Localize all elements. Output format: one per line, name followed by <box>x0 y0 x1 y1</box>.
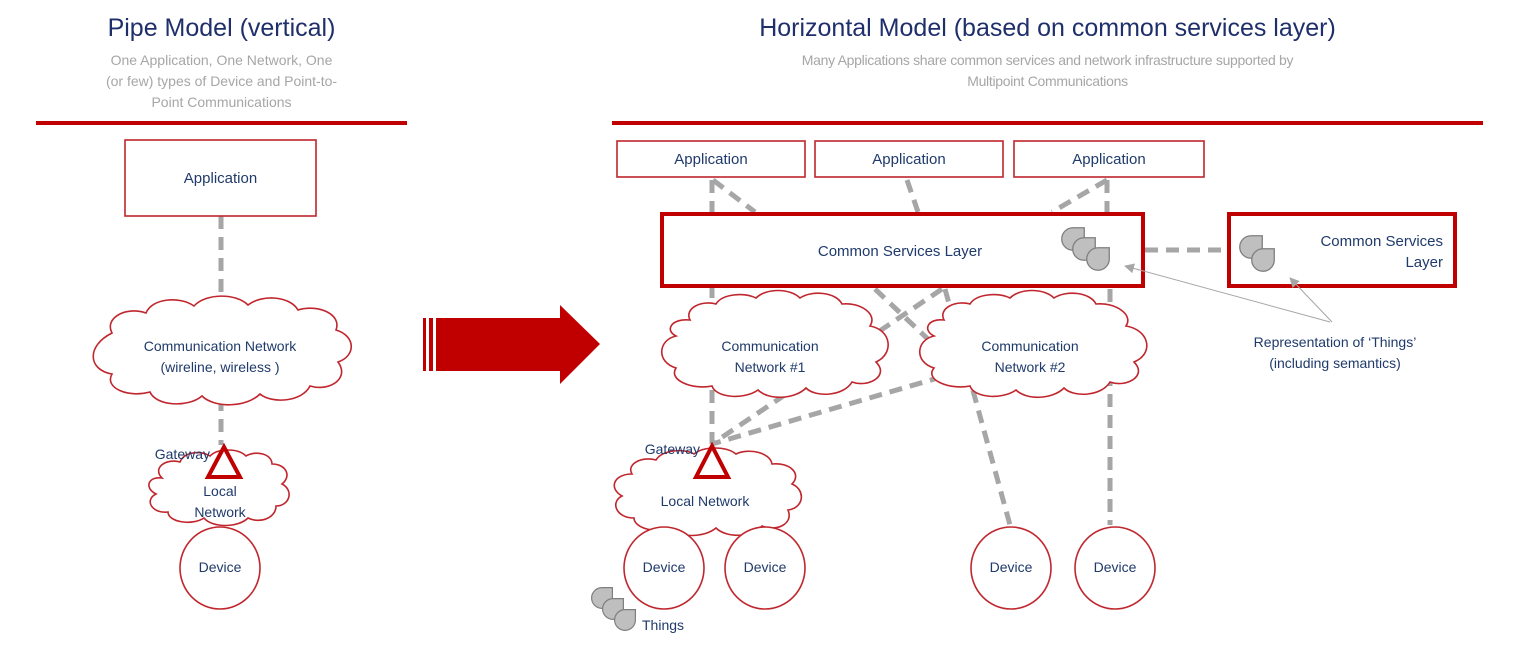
common-services-layer-label: Common Services Layer <box>817 243 983 260</box>
pipe-application-label: Application <box>183 170 258 187</box>
horizontal-model-title: Horizontal Model (based on common servic… <box>759 14 1336 42</box>
remote-csl-label: Common Services Layer <box>1290 231 1443 273</box>
network-1-label: Communication Network #1 <box>710 336 830 378</box>
application-box-1 <box>616 140 806 178</box>
device-circle-3 <box>970 526 1052 610</box>
annotation-line-2: (including semantics) <box>1269 355 1401 371</box>
application-label-2: Application <box>872 151 946 168</box>
network-2-line-1: Communication <box>981 338 1079 354</box>
pipe-local-network-label: Local Network <box>170 481 270 523</box>
application-label-1: Application <box>674 151 748 168</box>
gateway-icon <box>692 441 732 479</box>
pipe-local-network-cloud <box>148 449 290 527</box>
pipe-subtitle-line-1: One Application, One Network, One <box>110 52 333 68</box>
horizontal-subtitle-line-1: Many Applications share common services … <box>801 52 1294 68</box>
common-services-layer-box <box>660 212 1145 288</box>
pipe-header-rule <box>36 121 407 125</box>
horizontal-model-subtitle: Many Applications share common services … <box>612 50 1483 92</box>
annotation-line-1: Representation of ‘Things’ <box>1253 334 1417 350</box>
remote-csl-line-1: Common Services <box>1320 233 1443 250</box>
transition-arrow-icon <box>423 305 600 384</box>
annotation-arrow-csl <box>1124 263 1331 323</box>
things-legend-icon <box>590 586 637 632</box>
gateway-label: Gateway <box>644 441 700 457</box>
horizontal-header-rule <box>612 121 1483 125</box>
network-2-label: Communication Network #2 <box>965 336 1095 378</box>
pipe-device-label: Device <box>198 559 242 575</box>
device-label-2: Device <box>743 559 787 575</box>
pipe-application-box <box>124 139 317 217</box>
remote-csl-line-2: Layer <box>1405 254 1443 271</box>
network-1-line-2: Network #1 <box>734 359 806 375</box>
local-network-label: Local Network <box>660 493 750 509</box>
device-label-4: Device <box>1093 559 1137 575</box>
things-label: Things <box>642 617 685 633</box>
annotation-arrow-remote <box>1289 277 1333 323</box>
network-1-line-1: Communication <box>721 338 819 354</box>
pipe-local-line-2: Network <box>194 504 246 520</box>
pipe-network-cloud <box>92 295 353 406</box>
network-2-line-2: Network #2 <box>994 359 1066 375</box>
device-label-1: Device <box>642 559 686 575</box>
pipe-network-label: Communication Network (wireline, wireles… <box>100 336 340 378</box>
application-box-3 <box>1013 140 1205 178</box>
pipe-network-line-1: Communication Network <box>143 338 297 354</box>
application-label-3: Application <box>1072 151 1146 168</box>
communication-network-1-cloud <box>660 289 889 399</box>
pipe-subtitle-line-2: (or few) types of Device and Point-to- <box>105 73 338 89</box>
device-circle-1 <box>623 526 705 610</box>
device-circle-2 <box>724 526 806 610</box>
local-network-cloud <box>613 447 803 537</box>
device-label-3: Device <box>989 559 1033 575</box>
pipe-gateway-label: Gateway <box>154 446 210 462</box>
pipe-device-circle <box>179 526 261 610</box>
pipe-local-line-1: Local <box>203 483 237 499</box>
pipe-subtitle-line-3: Point Communications <box>151 94 292 110</box>
pipe-model-subtitle: One Application, One Network, One (or fe… <box>36 50 407 113</box>
pipe-network-line-2: (wireline, wireless ) <box>160 359 280 375</box>
horizontal-subtitle-line-2: Multipoint Communications <box>967 73 1128 89</box>
application-box-2 <box>814 140 1004 178</box>
communication-network-2-cloud <box>918 289 1148 399</box>
device-circle-4 <box>1074 526 1156 610</box>
things-annotation: Representation of ‘Things’ (including se… <box>1220 332 1450 374</box>
pipe-model-title: Pipe Model (vertical) <box>107 14 336 42</box>
pipe-gateway-icon <box>204 442 244 479</box>
